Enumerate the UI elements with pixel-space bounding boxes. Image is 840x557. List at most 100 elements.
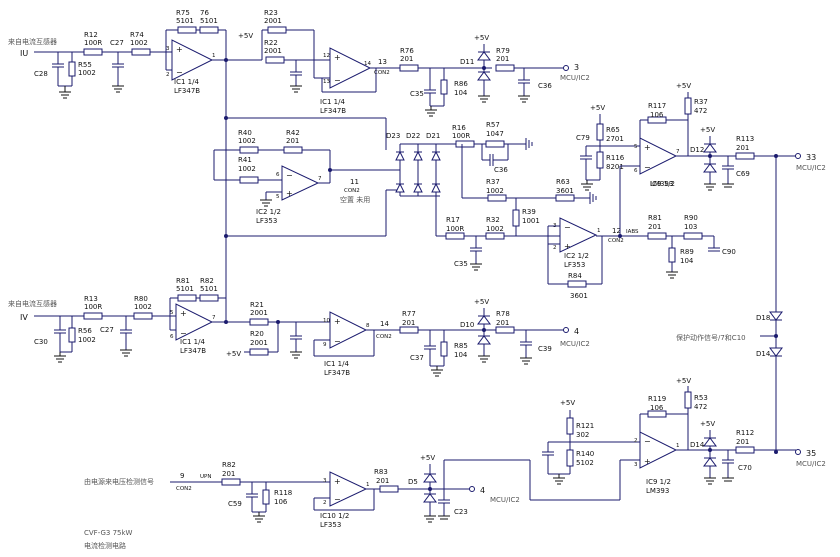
vcc-label-4: +5V — [676, 82, 691, 90]
pin-4b-label: 4 — [480, 486, 485, 495]
ic9a-part: LM393 — [650, 180, 673, 188]
voltage-detect-stage: 由电源来电压检测信号 9 UPN CON2 R82 201 C59 R118 1… — [84, 454, 600, 529]
r12-ref: R12 — [84, 31, 98, 39]
r116-ref: R116 — [606, 154, 625, 162]
v-amp1-part: LF347B — [180, 347, 206, 355]
r23-value: 2001 — [264, 17, 282, 25]
svg-text:+: + — [644, 457, 651, 466]
r80-ref: R80 — [134, 295, 148, 303]
r119-ref: R119 — [648, 395, 666, 403]
d23-ref: D23 — [386, 132, 400, 140]
peak-hold-stage: R16 100R R57 1047 C36 R37 1002 R63 3601 … — [436, 121, 597, 271]
r90-value: 103 — [684, 223, 697, 231]
vcc-label-2: +5V — [474, 34, 489, 42]
r117-ref: R117 — [648, 102, 666, 110]
r76-value: 5101 — [200, 17, 218, 25]
svg-text:2: 2 — [323, 500, 327, 506]
c79-ref: C79 — [576, 134, 590, 142]
r23-ref: R23 — [264, 9, 278, 17]
svg-text:12: 12 — [323, 53, 330, 59]
title-model: CVF-G3 75kW — [84, 529, 133, 537]
d22-ref: D22 — [406, 132, 420, 140]
svg-text:10: 10 — [323, 318, 330, 324]
svg-text:+: + — [176, 45, 183, 54]
r40-ref: R40 — [238, 129, 252, 137]
svg-text:2: 2 — [553, 245, 557, 251]
svg-text:−: − — [564, 223, 571, 232]
ic2b-part: LF353 — [564, 261, 585, 269]
r78-value: 201 — [496, 319, 509, 327]
pin-12-label: 12 — [612, 227, 621, 235]
v-channel-amp1: +− 567 IC1 1/4 LF347B R81 5101 R82 5101 — [169, 116, 250, 355]
comparator-2: +5V R121 302 R140 5102 −+ 231 R119 106 +… — [542, 377, 826, 501]
r16-ref: R16 — [452, 124, 466, 132]
input-v-net: IV — [20, 313, 28, 322]
d14-ref: D14 — [690, 441, 705, 449]
r65-value: 2701 — [606, 135, 624, 143]
r42-ref: R42 — [286, 129, 300, 137]
svg-text:8: 8 — [366, 323, 370, 329]
iabs-net-label: IABS — [626, 229, 639, 235]
ic9a-ref: IC9 1/2 — [650, 180, 675, 188]
r119-value: 106 — [650, 404, 664, 412]
con2-label-5: CON2 — [176, 486, 192, 492]
r40-value: 1002 — [238, 137, 256, 145]
vcc-label-8: +5V — [560, 399, 575, 407]
r86-ref: R86 — [454, 80, 468, 88]
c38-ref: C36 — [538, 82, 552, 90]
r32-ref: R32 — [486, 216, 500, 224]
r121-value: 302 — [576, 431, 589, 439]
vcc-label-10: +5V — [700, 420, 715, 428]
r74-value: 1002 — [130, 39, 148, 47]
svg-text:5: 5 — [170, 310, 174, 316]
r82-ref: R82 — [200, 277, 214, 285]
pin-13-label: 13 — [378, 58, 387, 66]
c69-ref: C69 — [736, 170, 750, 178]
svg-text:6: 6 — [170, 334, 174, 340]
r77-ref: R77 — [402, 310, 416, 318]
svg-text:+: + — [180, 309, 187, 318]
r22-ref: R22 — [264, 39, 278, 47]
r84-value: 3601 — [570, 292, 588, 300]
d19-ref: D18 — [756, 314, 770, 322]
svg-text:−: − — [644, 437, 651, 446]
mcu-label-4: MCU/IC2 — [490, 496, 520, 504]
title-desc: 电流检测电路 — [84, 541, 126, 550]
r83-ref: R83 — [374, 468, 388, 476]
u-channel-amp1: +− 321 IC1 1/4 LF347B R75 5101 76 5101 — [165, 9, 262, 95]
ic10-part: LF353 — [320, 521, 341, 529]
c36-ref: C36 — [494, 166, 508, 174]
upn-label: UPN — [200, 474, 211, 480]
svg-text:7: 7 — [318, 176, 322, 182]
svg-text:+: + — [334, 317, 341, 326]
r57-ref: R57 — [486, 121, 500, 129]
r113-value: 201 — [736, 144, 749, 152]
r12-value: 100R — [84, 39, 102, 47]
svg-text:−: − — [334, 76, 341, 85]
svg-text:+: + — [564, 242, 571, 251]
v-amp1-ref: IC1 1/4 — [180, 338, 205, 346]
r85-ref: R85 — [454, 342, 468, 350]
r41-ref: R41 — [238, 156, 252, 164]
mcu-label-5: MCU/IC2 — [796, 460, 826, 468]
c37-ref: C37 — [410, 354, 424, 362]
r90-ref: R90 — [684, 214, 698, 222]
r17-ref: R17 — [446, 216, 460, 224]
r76b-value: 201 — [400, 55, 413, 63]
peak-net-label: 空置 未用 — [340, 195, 370, 204]
r39-value: 1001 — [522, 217, 540, 225]
r79-ref: R79 — [496, 47, 510, 55]
d12-ref: D12 — [690, 146, 704, 154]
svg-text:3: 3 — [634, 462, 638, 468]
r57-value: 1047 — [486, 130, 504, 138]
vcc-label-1: +5V — [238, 32, 253, 40]
svg-text:−: − — [176, 68, 183, 77]
pin-9-label: 9 — [180, 472, 184, 480]
mcu-label-3: MCU/IC2 — [796, 164, 826, 172]
svg-text:1: 1 — [676, 443, 680, 449]
r55-ref: R55 — [78, 61, 92, 69]
c28-ref: C28 — [34, 70, 48, 78]
